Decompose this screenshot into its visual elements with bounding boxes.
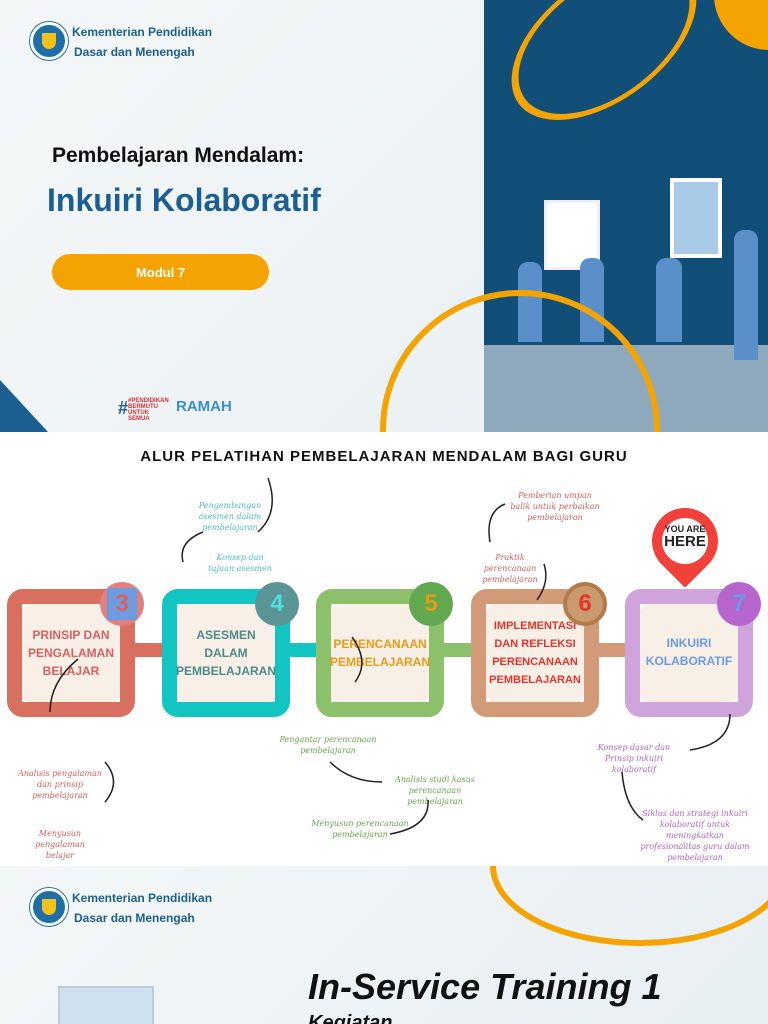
org-name-line2: Dasar dan Menengah bbox=[74, 45, 195, 59]
note-step4-a: Konsep dan tujuan asesmen bbox=[208, 553, 272, 573]
org-name-line1: Kementerian Pendidikan bbox=[72, 25, 213, 39]
step-3-label: PRINSIP DAN PENGALAMAN BELAJAR bbox=[22, 604, 120, 702]
annotation-arrows bbox=[49, 477, 731, 835]
note-step5-b: Analisis studi kasus perencanaan pembela… bbox=[395, 775, 475, 806]
slide-subtitle: Kegiatan bbox=[308, 1012, 393, 1024]
step-5-badge: 5 bbox=[409, 582, 453, 626]
arrow-icon bbox=[536, 563, 547, 601]
note-step6-b: Pemberian umpan balik untuk perbaikan pe… bbox=[510, 491, 600, 522]
training-flow-diagram: ALUR PELATIHAN PEMBELAJARAN MENDALAM BAG… bbox=[0, 432, 768, 866]
step-4-badge: 4 bbox=[255, 582, 299, 626]
arrow-icon bbox=[488, 503, 506, 543]
connector-3-4 bbox=[130, 643, 172, 657]
ramah-logo: RAMAH bbox=[176, 398, 232, 415]
note-step5-a: Pengantar perencanaan pembelajaran bbox=[279, 735, 377, 755]
kemendikdasmen-logo bbox=[30, 888, 68, 926]
arrow-icon bbox=[181, 531, 204, 563]
module-badge: Modul 7 bbox=[52, 254, 269, 290]
slide-title: In-Service Training 1 bbox=[308, 966, 662, 1007]
arrow-icon bbox=[104, 761, 115, 803]
step-5-box: PERENCANAAN PEMBELAJARAN bbox=[316, 589, 444, 717]
step-3-badge: 3 bbox=[100, 582, 144, 626]
note-step3-b: Menyusun pengalaman belajar bbox=[35, 829, 85, 860]
arrow-icon bbox=[329, 761, 383, 783]
note-step6-a: Praktik perencanaan pembelajaran bbox=[482, 553, 538, 584]
step-7-badge: 7 bbox=[717, 582, 761, 626]
map-image bbox=[58, 986, 154, 1024]
slide-title: Inkuiri Kolaboratif bbox=[47, 182, 321, 218]
flow-title: ALUR PELATIHAN PEMBELAJARAN MENDALAM BAG… bbox=[140, 448, 628, 465]
kemendikdasmen-logo bbox=[30, 22, 68, 60]
arrow-icon bbox=[389, 799, 429, 835]
step-4-label: ASESMEN DALAM PEMBELAJARAN bbox=[176, 604, 276, 702]
note-step3-a: Analisis pengalaman dan prinsip pembelaj… bbox=[18, 769, 102, 800]
note-step7-b: Siklus dan strategi inkuiri kolaboratif … bbox=[640, 809, 750, 862]
cover-slide: Kementerian Pendidikan Dasar dan Menenga… bbox=[0, 0, 768, 432]
arrow-icon bbox=[49, 658, 79, 713]
step-6-badge: 6 bbox=[563, 582, 607, 626]
step-7-label: INKUIRI KOLABORATIF bbox=[640, 604, 738, 702]
step-6-box: IMPLEMENTASI DAN REFLEKSI PERENCANAAN PE… bbox=[471, 589, 599, 717]
org-name-line1: Kementerian Pendidikan bbox=[72, 891, 213, 905]
corner-decoration bbox=[0, 380, 48, 432]
step-6-label: IMPLEMENTASI DAN REFLEKSI PERENCANAAN PE… bbox=[486, 604, 584, 702]
arrow-icon bbox=[621, 771, 644, 821]
org-name-line2: Dasar dan Menengah bbox=[74, 911, 195, 925]
note-step5-c: Menyusun perencanaan pembelajaran bbox=[311, 819, 409, 839]
note-step4-b: Pengembangan asesmen dalam pembelajaran bbox=[198, 501, 262, 532]
step-5-label: PERENCANAAN PEMBELAJARAN bbox=[330, 604, 430, 702]
arrow-icon bbox=[689, 713, 731, 751]
arrow-icon bbox=[351, 636, 363, 683]
slide-subtitle: Pembelajaran Mendalam: bbox=[52, 144, 305, 167]
arrow-icon bbox=[257, 477, 273, 533]
step-4-box: ASESMEN DALAM PEMBELAJARAN bbox=[162, 589, 290, 717]
step-3-box: PRINSIP DAN PENGALAMAN BELAJAR bbox=[7, 589, 135, 717]
training-slide: Kementerian Pendidikan Dasar dan Menenga… bbox=[0, 866, 768, 1024]
pendidikan-bermutu-logo: ##PENDIDIKAN BERMUTU UNTUK SEMUA bbox=[118, 398, 169, 422]
orange-arc-decoration bbox=[490, 866, 768, 946]
note-step7-a: Konsep dasar dan Prinsip inkuiri kolabor… bbox=[597, 743, 671, 774]
